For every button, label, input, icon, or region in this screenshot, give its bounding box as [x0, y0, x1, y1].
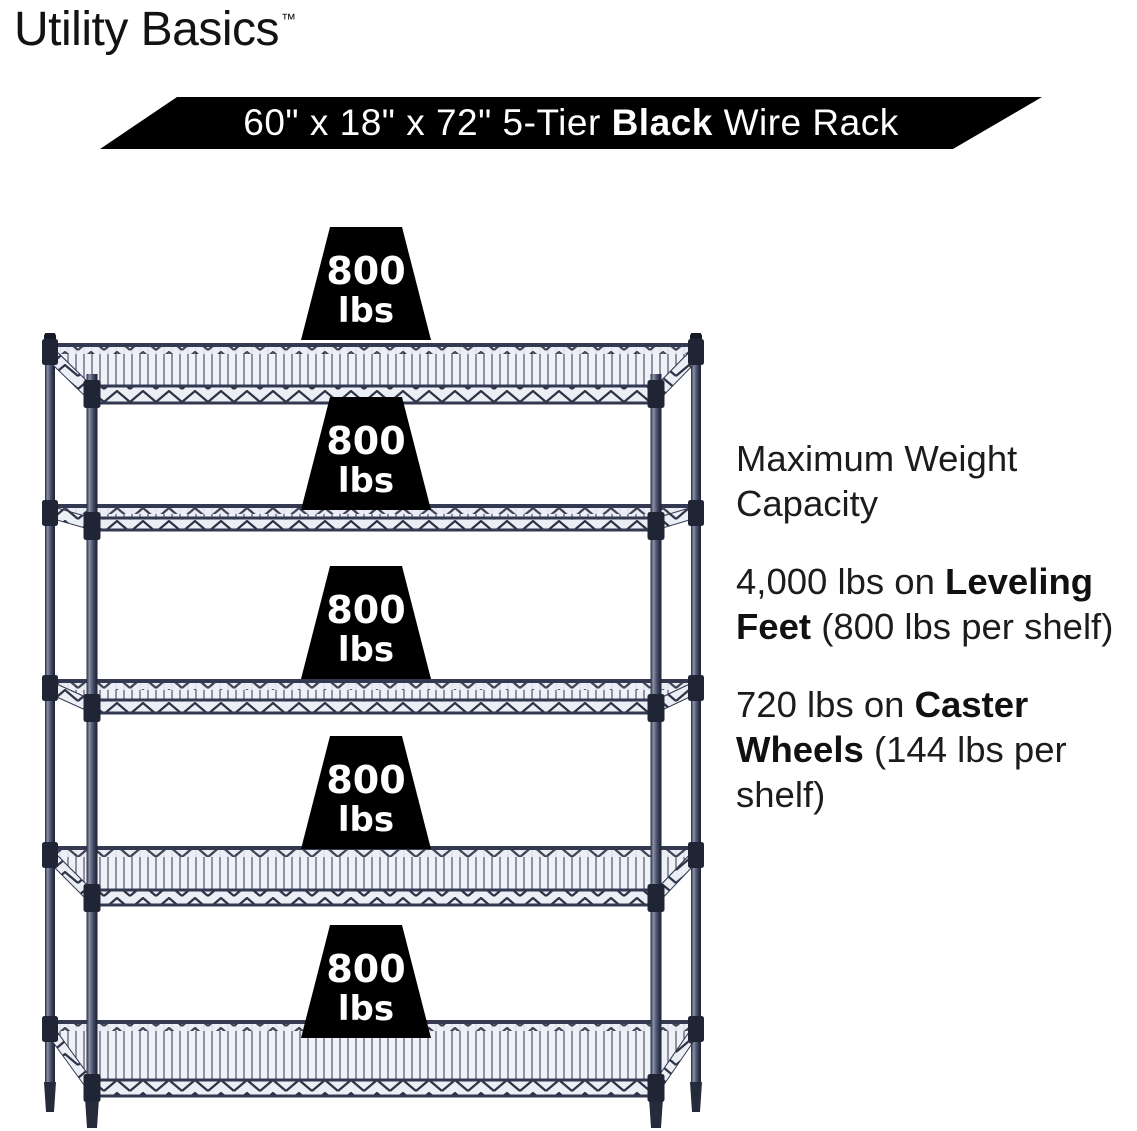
shelf-3: [49, 679, 697, 715]
banner-text: 60" x 18" x 72" 5-Tier: [243, 102, 612, 143]
badge-4-unit: lbs: [338, 800, 394, 840]
title-banner: 60" x 18" x 72" 5-Tier Black Wire Rack: [100, 97, 1042, 149]
leveling-feet-capacity: 4,000 lbs on Leveling Feet (800 lbs per …: [736, 559, 1137, 649]
badge-1-value: 800: [326, 249, 405, 293]
banner-text-suffix: Wire Rack: [712, 102, 899, 143]
trademark-symbol: ™: [281, 11, 296, 28]
weight-badge-5: 800 lbs: [301, 925, 431, 1038]
banner-text-bold: Black: [611, 102, 713, 143]
rack-post-back-left: [44, 333, 56, 1112]
shelf-4: [48, 846, 698, 907]
badge-3-unit: lbs: [338, 630, 394, 670]
rack-post-front-left: [85, 374, 99, 1128]
weight-badge-3: 800 lbs: [301, 566, 431, 679]
badge-5-value: 800: [326, 947, 405, 991]
weight-badge-2: 800 lbs: [301, 397, 431, 510]
badge-5-unit: lbs: [338, 989, 394, 1029]
caster-pre: 720 lbs on: [736, 684, 915, 725]
capacity-heading: Maximum Weight Capacity: [736, 438, 1018, 524]
leveling-post: (800 lbs per shelf): [811, 606, 1114, 647]
caster-post: (144 lbs per shelf): [736, 729, 1067, 815]
rack-post-front-right: [649, 374, 663, 1128]
shelf-2: [49, 504, 697, 532]
badge-2-unit: lbs: [338, 461, 394, 501]
badge-4-value: 800: [326, 758, 405, 802]
brand-name: Utility Basics: [14, 3, 280, 56]
weight-badge-4: 800 lbs: [301, 736, 431, 849]
badge-3-value: 800: [326, 588, 405, 632]
shelf-5: [49, 1020, 697, 1098]
capacity-info: Maximum Weight Capacity 4,000 lbs on Lev…: [736, 436, 1137, 850]
shelf-1: [48, 343, 698, 405]
leveling-pre: 4,000 lbs on: [736, 561, 946, 602]
caster-wheels-capacity: 720 lbs on Caster Wheels (144 lbs per sh…: [736, 682, 1137, 817]
badge-2-value: 800: [326, 419, 405, 463]
caster-bold: Caster Wheels: [736, 684, 1029, 770]
leveling-bold: Leveling Feet: [736, 561, 1094, 647]
badge-1-unit: lbs: [338, 291, 394, 331]
rack-post-back-right: [690, 333, 702, 1112]
shelf-collars: [42, 339, 704, 1102]
weight-badge-1: 800 lbs: [301, 227, 431, 340]
